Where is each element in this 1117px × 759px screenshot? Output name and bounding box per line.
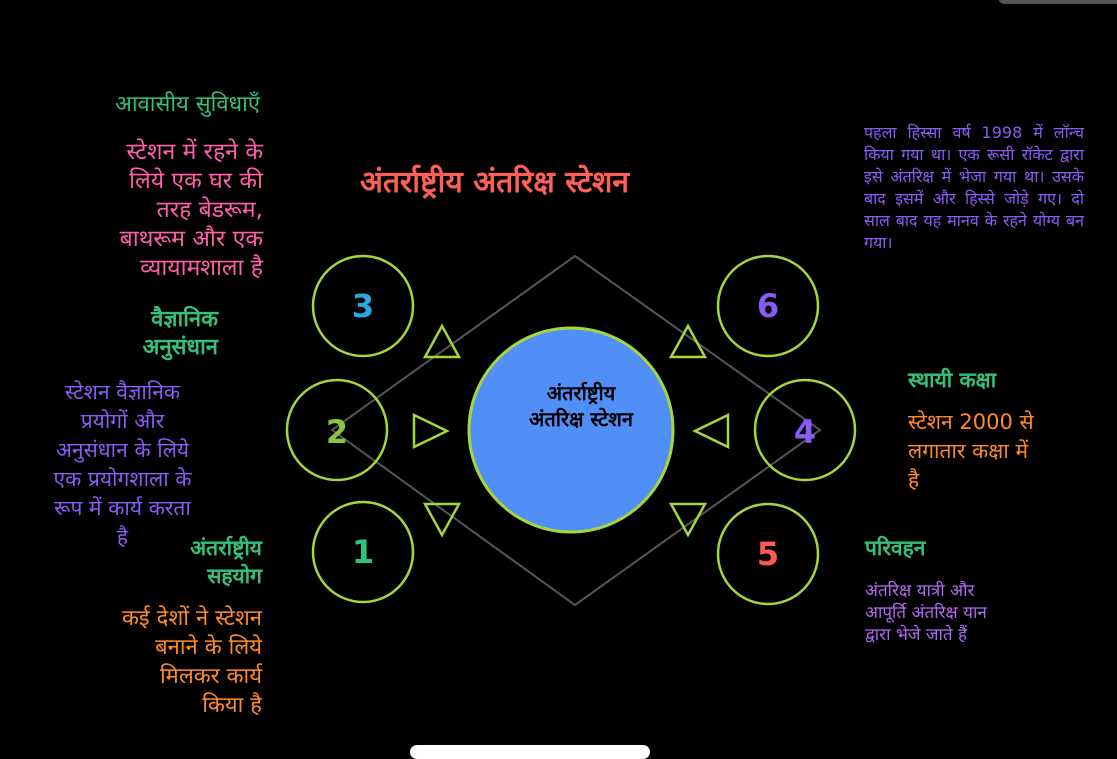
node-circle-1	[311, 500, 415, 604]
node-number-2: 2	[326, 413, 348, 451]
cooperation-body: कई देशों ने स्टेशन बनाने के लिये मिलकर क…	[121, 606, 262, 718]
node-number-6: 6	[757, 287, 779, 325]
node-number-5: 5	[757, 535, 779, 573]
node-circle-6	[716, 254, 820, 358]
node-circle-2	[285, 378, 389, 482]
arrow-up-left	[422, 323, 462, 359]
node-number-4: 4	[794, 413, 816, 451]
housing-body: स्टेशन में रहने के लिये एक घर की तरह बेड…	[119, 139, 263, 281]
center-circle	[467, 326, 675, 534]
node-number-1: 1	[352, 533, 374, 571]
diamond-outline	[330, 254, 822, 607]
science-heading: वैज्ञानिक अनुसंधान	[142, 307, 218, 360]
node-circle-4	[753, 378, 857, 482]
cooperation-heading: अंतर्राष्ट्रीय सहयोग	[190, 536, 262, 588]
node-number-3: 3	[352, 287, 374, 325]
node-circle-3	[311, 254, 415, 358]
transport-heading: परिवहन	[865, 536, 926, 560]
history-body: पहला हिस्सा वर्ष 1998 में लॉन्च किया गया…	[864, 123, 1084, 252]
scrollbar-top[interactable]	[998, 0, 1117, 4]
science-body: स्टेशन वैज्ञानिक प्रयोगों और अनुसंधान के…	[53, 380, 192, 549]
orbit-heading: स्थायी कक्षा	[908, 368, 997, 392]
arrow-right	[412, 413, 450, 449]
arrow-left	[692, 413, 730, 449]
arrow-down-right	[668, 502, 708, 538]
transport-body: अंतरिक्ष यात्री और आपूर्ति अंतरिक्ष यान …	[865, 581, 987, 645]
node-circle-5	[716, 502, 820, 606]
center-label: अंतर्राष्ट्रीय अंतरिक्ष स्टेशन	[529, 381, 633, 431]
page-title: अंतर्राष्ट्रीय अंतरिक्ष स्टेशन	[360, 165, 630, 200]
housing-heading: आवासीय सुविधाएँ	[115, 92, 260, 117]
arrow-up-right	[668, 323, 708, 359]
orbit-body: स्टेशन 2000 से लगातार कक्षा में है	[908, 410, 1034, 492]
scrollbar-bottom[interactable]	[410, 745, 650, 759]
arrow-down-left	[422, 502, 462, 538]
